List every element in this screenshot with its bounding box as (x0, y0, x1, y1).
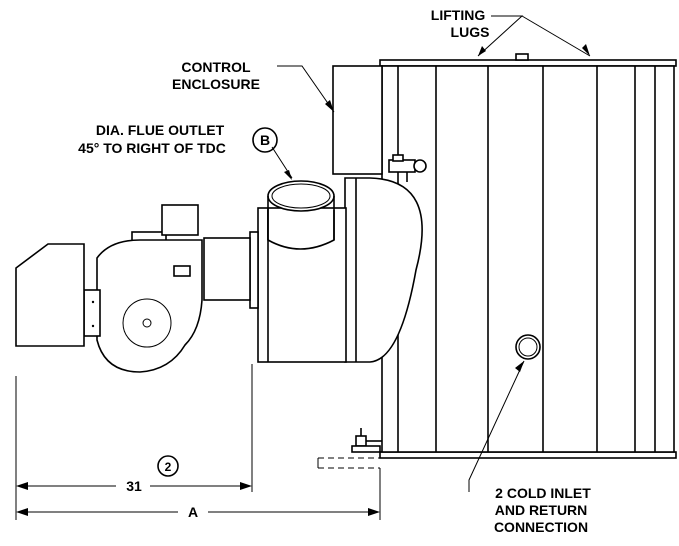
relief-valve-icon (388, 154, 427, 182)
dimension-a (16, 508, 380, 516)
flue-outlet-label-1: DIA. FLUE OUTLET (96, 122, 225, 138)
dimension-a-value: A (188, 504, 198, 520)
burner-assembly (15, 204, 251, 373)
dimension-extension-lines (15, 364, 381, 520)
lifting-lugs-label-1: LIFTING (431, 7, 486, 23)
arrowhead (284, 170, 292, 180)
control-enclosure-leader (277, 65, 335, 113)
note-circle-2 (157, 455, 179, 477)
arrowhead (478, 46, 486, 56)
cold-inlet-label-2: AND RETURN (495, 502, 588, 518)
cold-inlet-connection (515, 334, 541, 360)
drain-valve-icon (351, 428, 382, 453)
control-enclosure-label-1: CONTROL (181, 59, 251, 75)
arrowhead (325, 100, 334, 112)
dimension-31-value: 31 (126, 478, 142, 494)
return-pipe-dashed (317, 457, 380, 469)
arrowhead (515, 361, 524, 372)
cold-inlet-leader (468, 360, 525, 492)
lifting-lug (515, 53, 529, 61)
cold-inlet-label-1: 2 COLD INLET (495, 485, 591, 501)
control-enclosure-label-2: ENCLOSURE (172, 76, 260, 92)
boiler-jacket (379, 59, 677, 459)
front-door-dome (344, 177, 423, 363)
flue-callout-b: B (260, 132, 270, 148)
dimension-31 (16, 482, 252, 490)
arrowhead (582, 44, 590, 56)
cold-inlet-label-3: CONNECTION (494, 519, 588, 535)
flue-outlet (267, 180, 335, 250)
lifting-lugs-leader-right (521, 15, 591, 57)
flue-outlet-label-2: 45° TO RIGHT OF TDC (78, 140, 226, 156)
control-enclosure (332, 65, 383, 175)
lifting-lugs-label-2: LUGS (451, 24, 490, 40)
dimension-31-note: 2 (165, 460, 172, 474)
callout-circle-b (252, 127, 278, 153)
